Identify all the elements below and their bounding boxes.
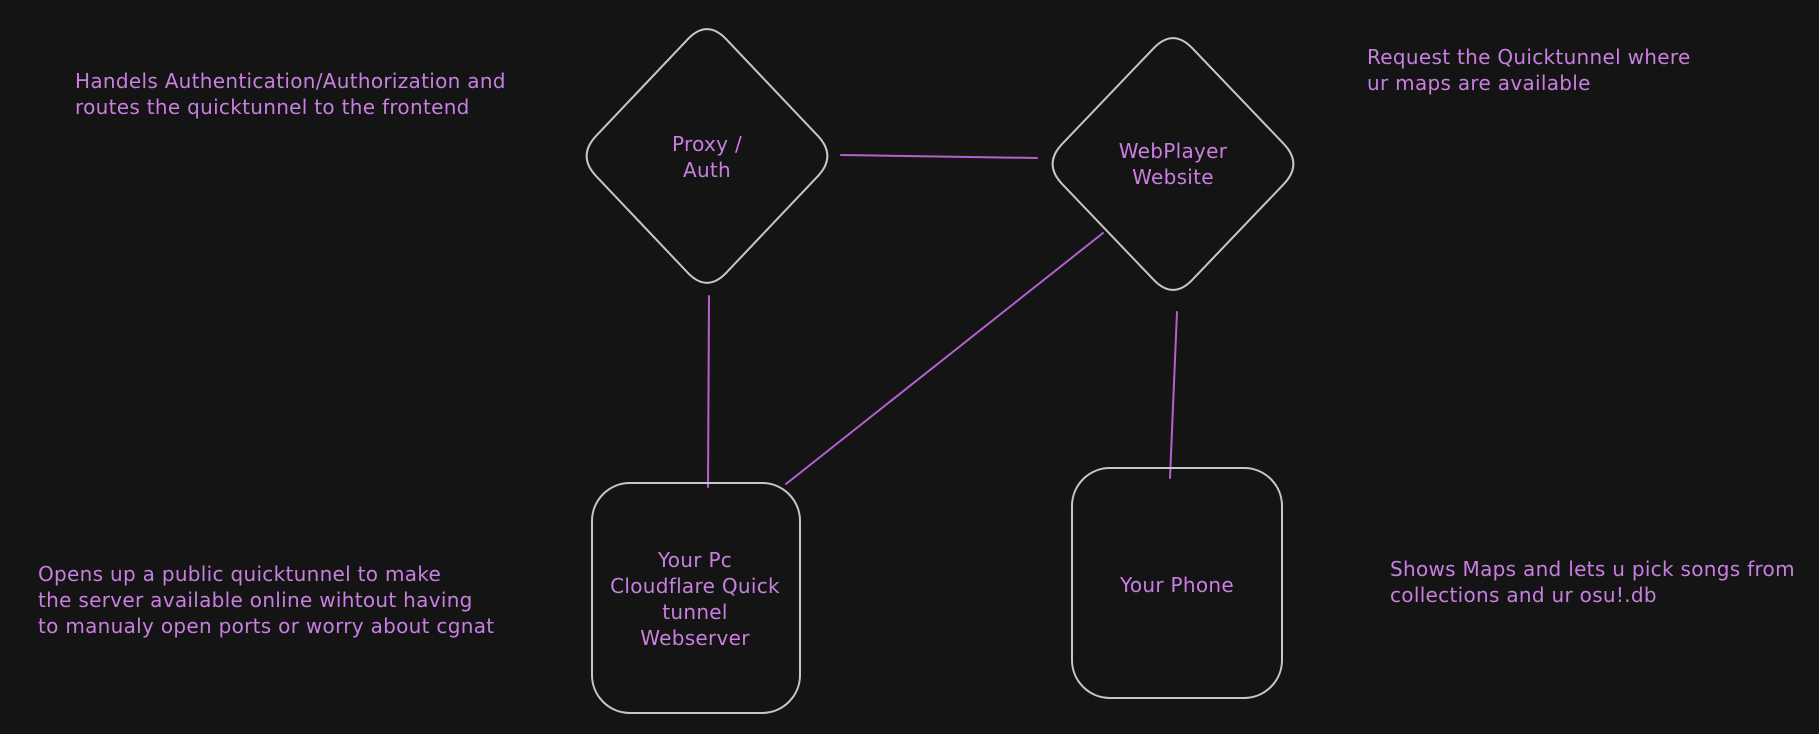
node-shape-your-phone (1071, 467, 1283, 699)
edge-webplayer-to-webserver (785, 232, 1104, 485)
annotation-webserver: Opens up a public quicktunnel to make th… (38, 562, 495, 638)
edge-webplayer-to-phone (1169, 311, 1178, 479)
edge-proxy-to-webplayer (840, 154, 1038, 159)
node-shape-pc-webserver (591, 482, 801, 714)
annotation-webplayer: Request the Quicktunnel where ur maps ar… (1367, 45, 1691, 95)
node-label-proxy-auth: Proxy / Auth (672, 132, 742, 182)
annotation-phone: Shows Maps and lets u pick songs from co… (1390, 557, 1795, 607)
node-shape-webplayer-website (1051, 37, 1295, 291)
node-label-your-phone: Your Phone (1119, 573, 1235, 597)
annotation-proxy-auth: Handels Authentication/Authorization and… (75, 69, 506, 119)
node-label-webplayer-website: WebPlayer Website (1118, 139, 1228, 189)
edge-proxy-to-webserver (707, 295, 710, 488)
node-shape-proxy-auth (585, 28, 829, 284)
node-label-pc-webserver: Your Pc Cloudflare Quick tunnel Webserve… (610, 548, 780, 650)
